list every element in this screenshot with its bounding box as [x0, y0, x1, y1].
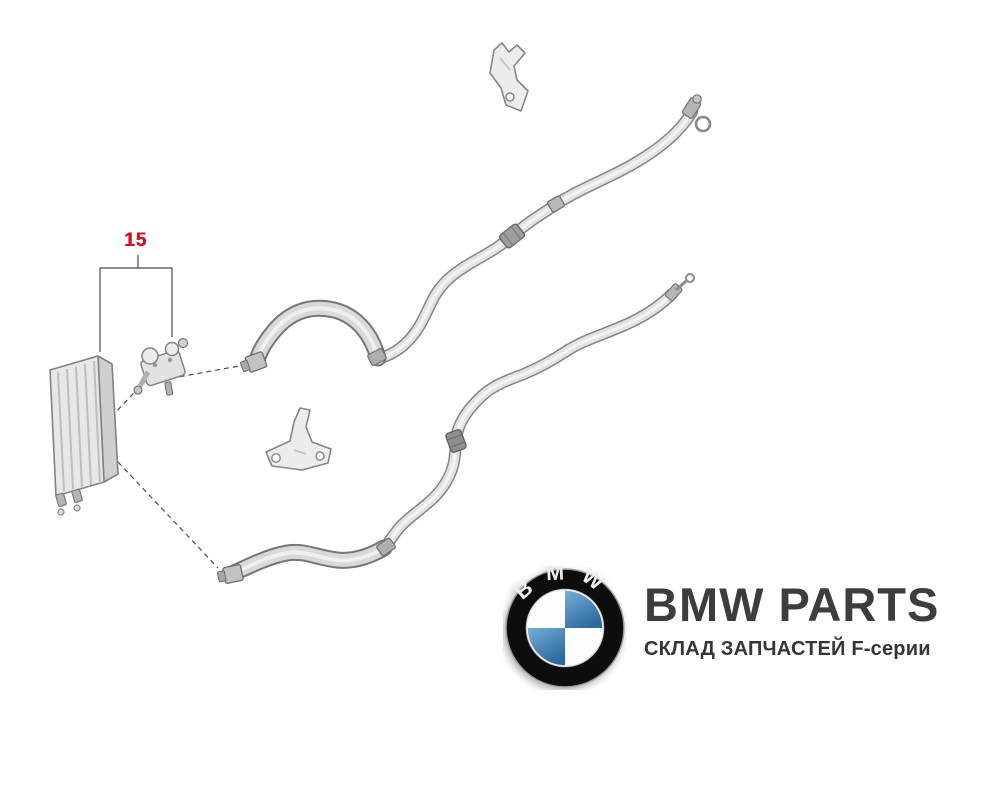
top-mounting-bracket: [489, 42, 529, 112]
logo-quadrant-blue-bl: [527, 628, 565, 666]
brand-block: BMW PARTS СКЛАД ЗАПЧАСТЕЙ F-серии: [644, 580, 939, 661]
cooler-port: [71, 488, 83, 503]
pipe-end-bolt: [692, 94, 702, 104]
valve-assembly: [133, 337, 189, 396]
pipe-coupler-clamp: [445, 429, 467, 453]
pipe-eyelet-ring: [694, 115, 712, 133]
transmission-oil-cooler: [49, 355, 119, 516]
middle-mounting-bracket: [265, 407, 332, 471]
pipe-coupler-clamp: [498, 223, 526, 249]
hose-clamp: [367, 348, 387, 366]
hose-clamp: [376, 537, 396, 557]
logo-quadrant-white-tl: [527, 590, 565, 628]
lower-elbow-hose: [216, 537, 396, 584]
lower-pipe-assembly: [386, 273, 695, 548]
cooler-port: [55, 492, 67, 507]
logo-quadrant-blue-tr: [565, 590, 603, 628]
brand-subtitle: СКЛАД ЗАПЧАСТЕЙ F-серии: [644, 638, 931, 661]
logo-quadrant-white-br: [565, 628, 603, 666]
upper-elbow-hose: [239, 308, 387, 373]
hose-end-fitting: [239, 351, 268, 373]
brand-title: BMW PARTS: [644, 578, 940, 631]
part-number-label: 15: [124, 230, 148, 251]
hose-end-fitting: [216, 564, 244, 584]
pipe-end-stub: [674, 279, 688, 292]
pipe-union-nut: [547, 195, 565, 213]
upper-pipe-assembly: [380, 94, 712, 358]
callout-lines: [99, 255, 251, 569]
pipe-end-eyelet: [685, 273, 695, 283]
bmw-logo: BMW: [505, 566, 625, 688]
